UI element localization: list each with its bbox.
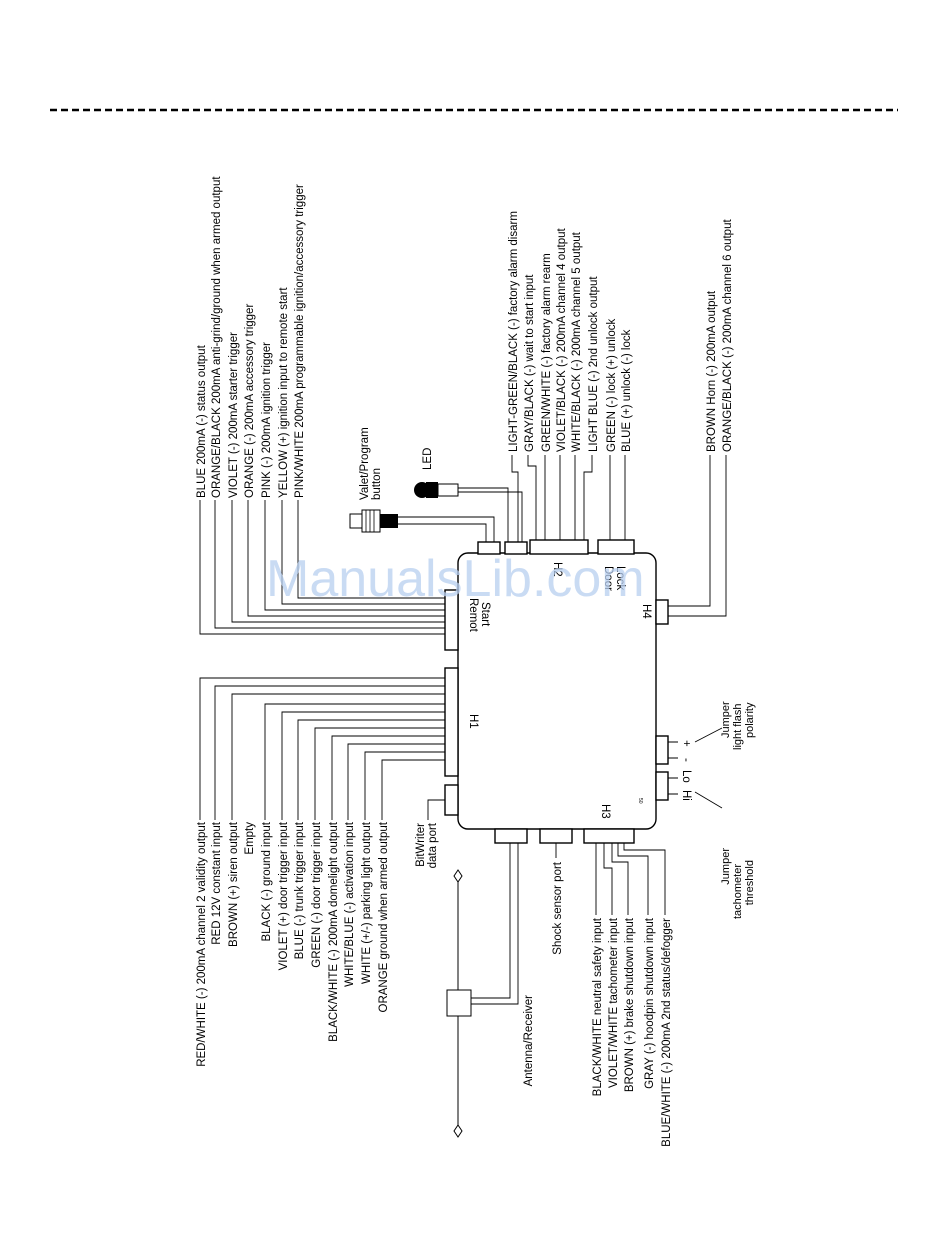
rs-wire-label-4: ORANGE (-) 200mA accessory trigger bbox=[244, 304, 256, 498]
h1-wire-label-5: BLACK (-) ground input bbox=[261, 821, 273, 941]
h1-wire-label-3: BROWN (+) siren output bbox=[228, 821, 240, 947]
h3-label: H3 bbox=[599, 804, 611, 819]
jumper-pins bbox=[668, 727, 723, 809]
h3-wire-label-5: BLUE/WHITE (-) 200mA 2nd status/defogger bbox=[661, 918, 673, 1147]
door-lock-connector bbox=[597, 539, 635, 555]
door-lock-wire-label-2: BLUE (+) unlock (-) lock bbox=[621, 329, 633, 452]
h4-wire-label-2: ORANGE/BLACK (-) 200mA channel 6 output bbox=[722, 219, 734, 452]
h4-label: H4 bbox=[640, 604, 652, 619]
rs-wire-label-2: ORANGE/BLACK 200mA anti-grind/ground whe… bbox=[211, 176, 223, 498]
valet-button-component bbox=[349, 509, 495, 542]
door-lock-label-1: Door bbox=[602, 566, 614, 591]
jumper-tach-label-3: threshold bbox=[744, 860, 756, 905]
h1-wire-label-6: VIOLET (+) door trigger input bbox=[278, 821, 290, 970]
h3-wire-label-4: GRAY (-) hoodpin shutdown input bbox=[644, 917, 656, 1089]
door-lock-label-2: Lock bbox=[614, 566, 626, 591]
h2-wire-label-3: GREEN/WHITE (-) factory alarm rearm bbox=[541, 253, 553, 452]
bitwriter-wire bbox=[427, 799, 445, 820]
rs-wire-label-1: BLUE 200mA (-) status output bbox=[196, 344, 208, 498]
rs-wire-label-3: VIOLET (-) 200mA starter trigger bbox=[228, 332, 240, 498]
jumper-flash-connector bbox=[655, 735, 669, 765]
h1-wire-label-4: Empty bbox=[244, 822, 256, 855]
remote-start-wires bbox=[199, 500, 445, 635]
part-number: 50 bbox=[637, 798, 643, 804]
rs-wire-label-7: PINK/WHITE 200mA programmable ignition/a… bbox=[294, 184, 306, 498]
jumper-flash-label-1: Jumper bbox=[720, 701, 732, 738]
antenna-label: Antenna/Receiver bbox=[523, 995, 535, 1087]
shock-sensor-label: Shock sensor port bbox=[552, 861, 564, 954]
valet-connector bbox=[477, 541, 501, 555]
led-component bbox=[414, 482, 523, 542]
rs-wire-label-6: YELLOW (+) ignition input to remote star… bbox=[278, 287, 290, 498]
valet-label-1: Valet/Program bbox=[359, 427, 371, 500]
jumper-flash-label-2: light flash bbox=[732, 704, 744, 750]
antenna-connector bbox=[494, 828, 528, 844]
led-connector bbox=[504, 541, 528, 555]
h4-wire-label-1: BROWN Horn (-) 200mA output bbox=[706, 290, 718, 452]
valet-label-2: button bbox=[371, 468, 383, 500]
h1-label: H1 bbox=[467, 714, 479, 729]
door-lock-wire-label-1: GREEN (-) lock (+) unlock bbox=[606, 319, 618, 452]
led-label: LED bbox=[422, 448, 434, 470]
remote-start-connector bbox=[444, 589, 459, 651]
h3-wire-label-1: BLACK/WHITE neutral safety input bbox=[592, 917, 604, 1096]
rs-wire-label-5: PINK (-) 200mA ignition trigger bbox=[261, 342, 273, 498]
h1-wires bbox=[199, 677, 445, 820]
bitwriter-connector bbox=[444, 784, 459, 816]
h2-wire-label-1: LIGHT-GREEN/BLACK (-) factory alarm disa… bbox=[508, 211, 520, 452]
jumper-tach-lo: Lo bbox=[680, 770, 692, 783]
h1-wire-label-10: WHITE/BLUE (-) activation input bbox=[344, 821, 356, 987]
jumper-flash-minus: - bbox=[680, 758, 692, 762]
h2-wire-label-4: VIOLET/BLACK (-) 200mA channel 4 output bbox=[556, 227, 568, 452]
h1-wire-label-8: GREEN (-) door trigger input bbox=[311, 821, 323, 968]
jumper-tach-label-1: Jumper bbox=[720, 848, 732, 885]
h3-wire-label-3: BROWN (+) brake shutdown input bbox=[624, 917, 636, 1092]
h1-wire-label-1: RED/WHITE (-) 200mA channel 2 validity o… bbox=[196, 821, 208, 1067]
bitwriter-label-2: data port bbox=[427, 822, 439, 868]
jumper-tach-connector bbox=[655, 771, 669, 801]
jumper-tach-hi: Hi bbox=[680, 790, 692, 801]
h1-wire-label-12: ORANGE ground when armed output bbox=[378, 821, 390, 1012]
h3-connector bbox=[583, 828, 635, 844]
h2-wires bbox=[511, 455, 593, 542]
shock-sensor-connector bbox=[539, 828, 573, 844]
jumper-tach-label-2: tachometer bbox=[732, 864, 744, 919]
antenna-component bbox=[446, 843, 519, 1138]
h1-wire-label-7: BLUE (-) trunk trigger input bbox=[294, 821, 306, 959]
h4-connector bbox=[655, 599, 669, 625]
remote-start-label-2: Start bbox=[479, 602, 491, 627]
h3-wire-label-2: VIOLET/WHITE tachometer input bbox=[608, 917, 620, 1088]
h1-wire-label-2: RED 12V constant input bbox=[211, 821, 223, 945]
h1-wire-label-9: BLACK/WHITE (-) 200mA domelight output bbox=[328, 821, 340, 1042]
h4-wires bbox=[668, 455, 727, 617]
remote-start-label-1: Remot bbox=[467, 598, 479, 633]
h3-wires bbox=[595, 843, 666, 915]
h2-wire-label-2: GRAY/BLACK (-) wait to start input bbox=[524, 274, 536, 452]
jumper-flash-plus: + bbox=[680, 740, 692, 747]
jumper-flash-label-3: polarity bbox=[744, 702, 756, 738]
watermark: ManualsLib.com bbox=[266, 550, 645, 608]
door-lock-wires bbox=[609, 455, 626, 540]
bitwriter-label-1: BitWriter bbox=[415, 823, 427, 867]
h2-connector bbox=[529, 539, 589, 555]
h1-connector bbox=[444, 667, 459, 777]
h2-label: H2 bbox=[551, 562, 563, 577]
h2-wire-label-6: LIGHT BLUE (-) 2nd unlock output bbox=[588, 276, 600, 452]
h2-wire-label-5: WHITE/BLACK (-) 200mA channel 5 output bbox=[571, 231, 583, 452]
h1-wire-label-11: WHITE (+/-) parking light output bbox=[361, 821, 373, 984]
